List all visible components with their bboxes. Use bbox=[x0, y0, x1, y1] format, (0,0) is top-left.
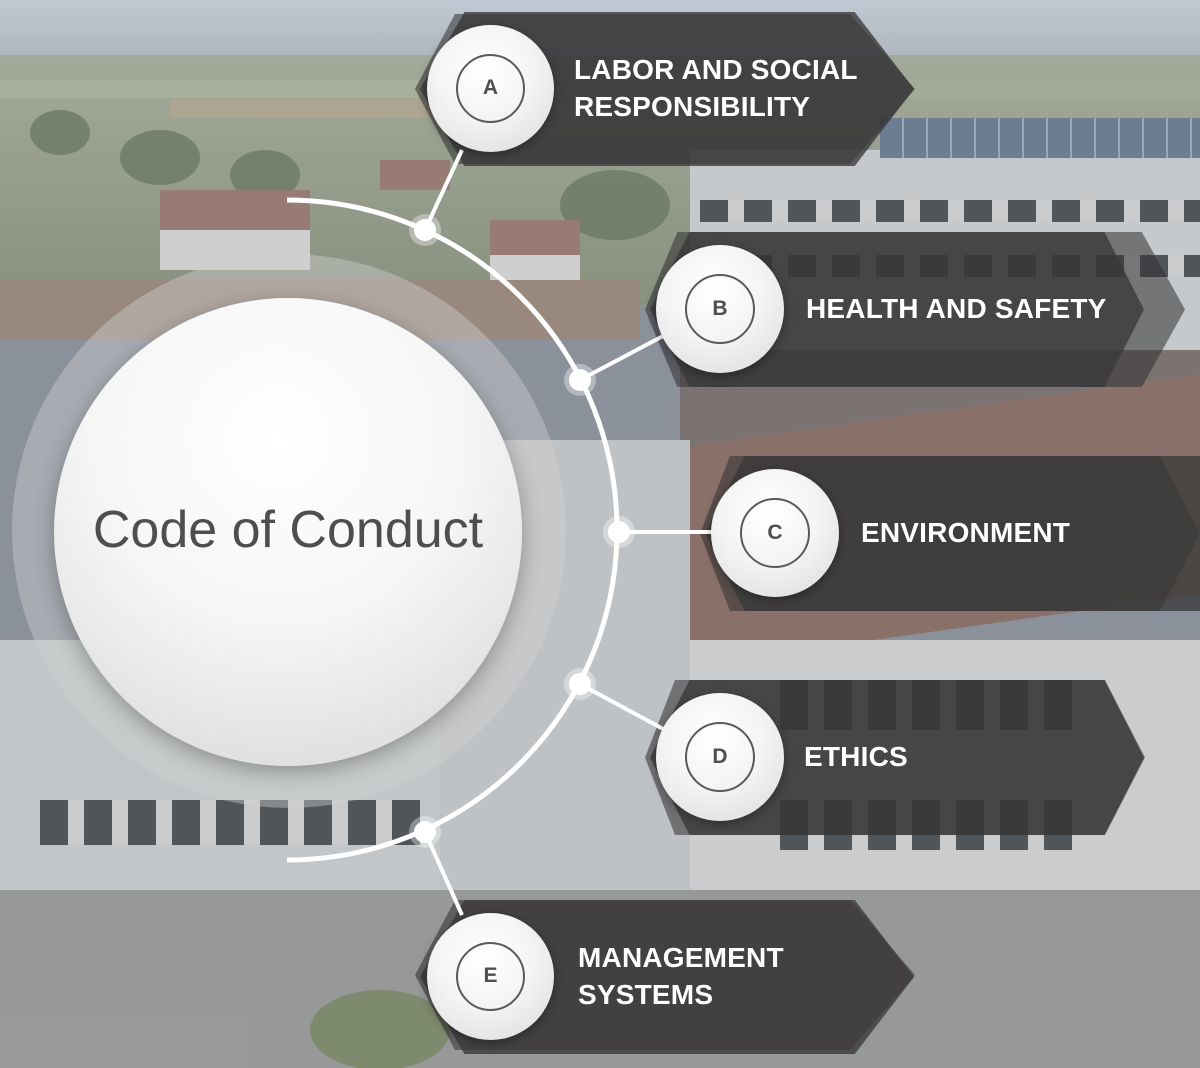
label-b: HEALTH AND SAFETY bbox=[806, 293, 1107, 324]
background-window-row bbox=[40, 800, 420, 845]
badge-b: B bbox=[656, 245, 784, 373]
badge-c-ring: C bbox=[740, 498, 810, 568]
label-a-line1: LABOR AND SOCIAL bbox=[574, 54, 858, 85]
badge-b-ring: B bbox=[685, 274, 755, 344]
node-d bbox=[569, 673, 591, 695]
badge-b-letter: B bbox=[712, 297, 728, 320]
label-e-line2: SYSTEMS bbox=[578, 979, 714, 1010]
background-solar-panels bbox=[880, 118, 1200, 158]
badge-d: D bbox=[656, 693, 784, 821]
background-house-roof bbox=[160, 190, 310, 230]
label-c: ENVIRONMENT bbox=[861, 517, 1071, 548]
label-d: ETHICS bbox=[804, 741, 908, 772]
background-shrub bbox=[310, 990, 450, 1068]
label-a-line2: RESPONSIBILITY bbox=[574, 91, 811, 122]
background-field-stripe bbox=[900, 80, 1200, 98]
background-tree bbox=[120, 130, 200, 185]
node-b bbox=[569, 369, 591, 391]
background-window-row bbox=[700, 200, 1200, 222]
badge-a: A bbox=[427, 25, 554, 152]
badge-e-ring: E bbox=[456, 942, 525, 1011]
center-title: Code of Conduct bbox=[92, 501, 484, 559]
background-house-roof bbox=[380, 160, 450, 190]
spoke-e bbox=[423, 831, 464, 916]
node-c bbox=[608, 521, 630, 543]
background-field-stripe bbox=[0, 80, 420, 98]
spoke-d bbox=[579, 682, 666, 732]
background-house-wall bbox=[160, 230, 310, 270]
background-field-stripe bbox=[170, 100, 430, 118]
badge-d-letter: D bbox=[712, 745, 728, 768]
badge-a-ring: A bbox=[456, 54, 525, 123]
background-tree bbox=[30, 110, 90, 155]
node-a bbox=[414, 219, 436, 241]
spoke-a bbox=[423, 149, 464, 231]
badge-e: E bbox=[427, 913, 554, 1040]
spoke-b bbox=[579, 333, 666, 382]
badge-e-letter: E bbox=[483, 964, 498, 987]
badge-c: C bbox=[711, 469, 839, 597]
center-circle: Code of Conduct bbox=[54, 298, 522, 766]
badge-c-letter: C bbox=[767, 521, 783, 544]
label-e-line1: MANAGEMENT bbox=[578, 942, 784, 973]
badge-a-letter: A bbox=[482, 76, 499, 99]
badge-d-ring: D bbox=[685, 722, 755, 792]
node-e bbox=[414, 821, 436, 843]
background-house-roof bbox=[490, 220, 580, 255]
